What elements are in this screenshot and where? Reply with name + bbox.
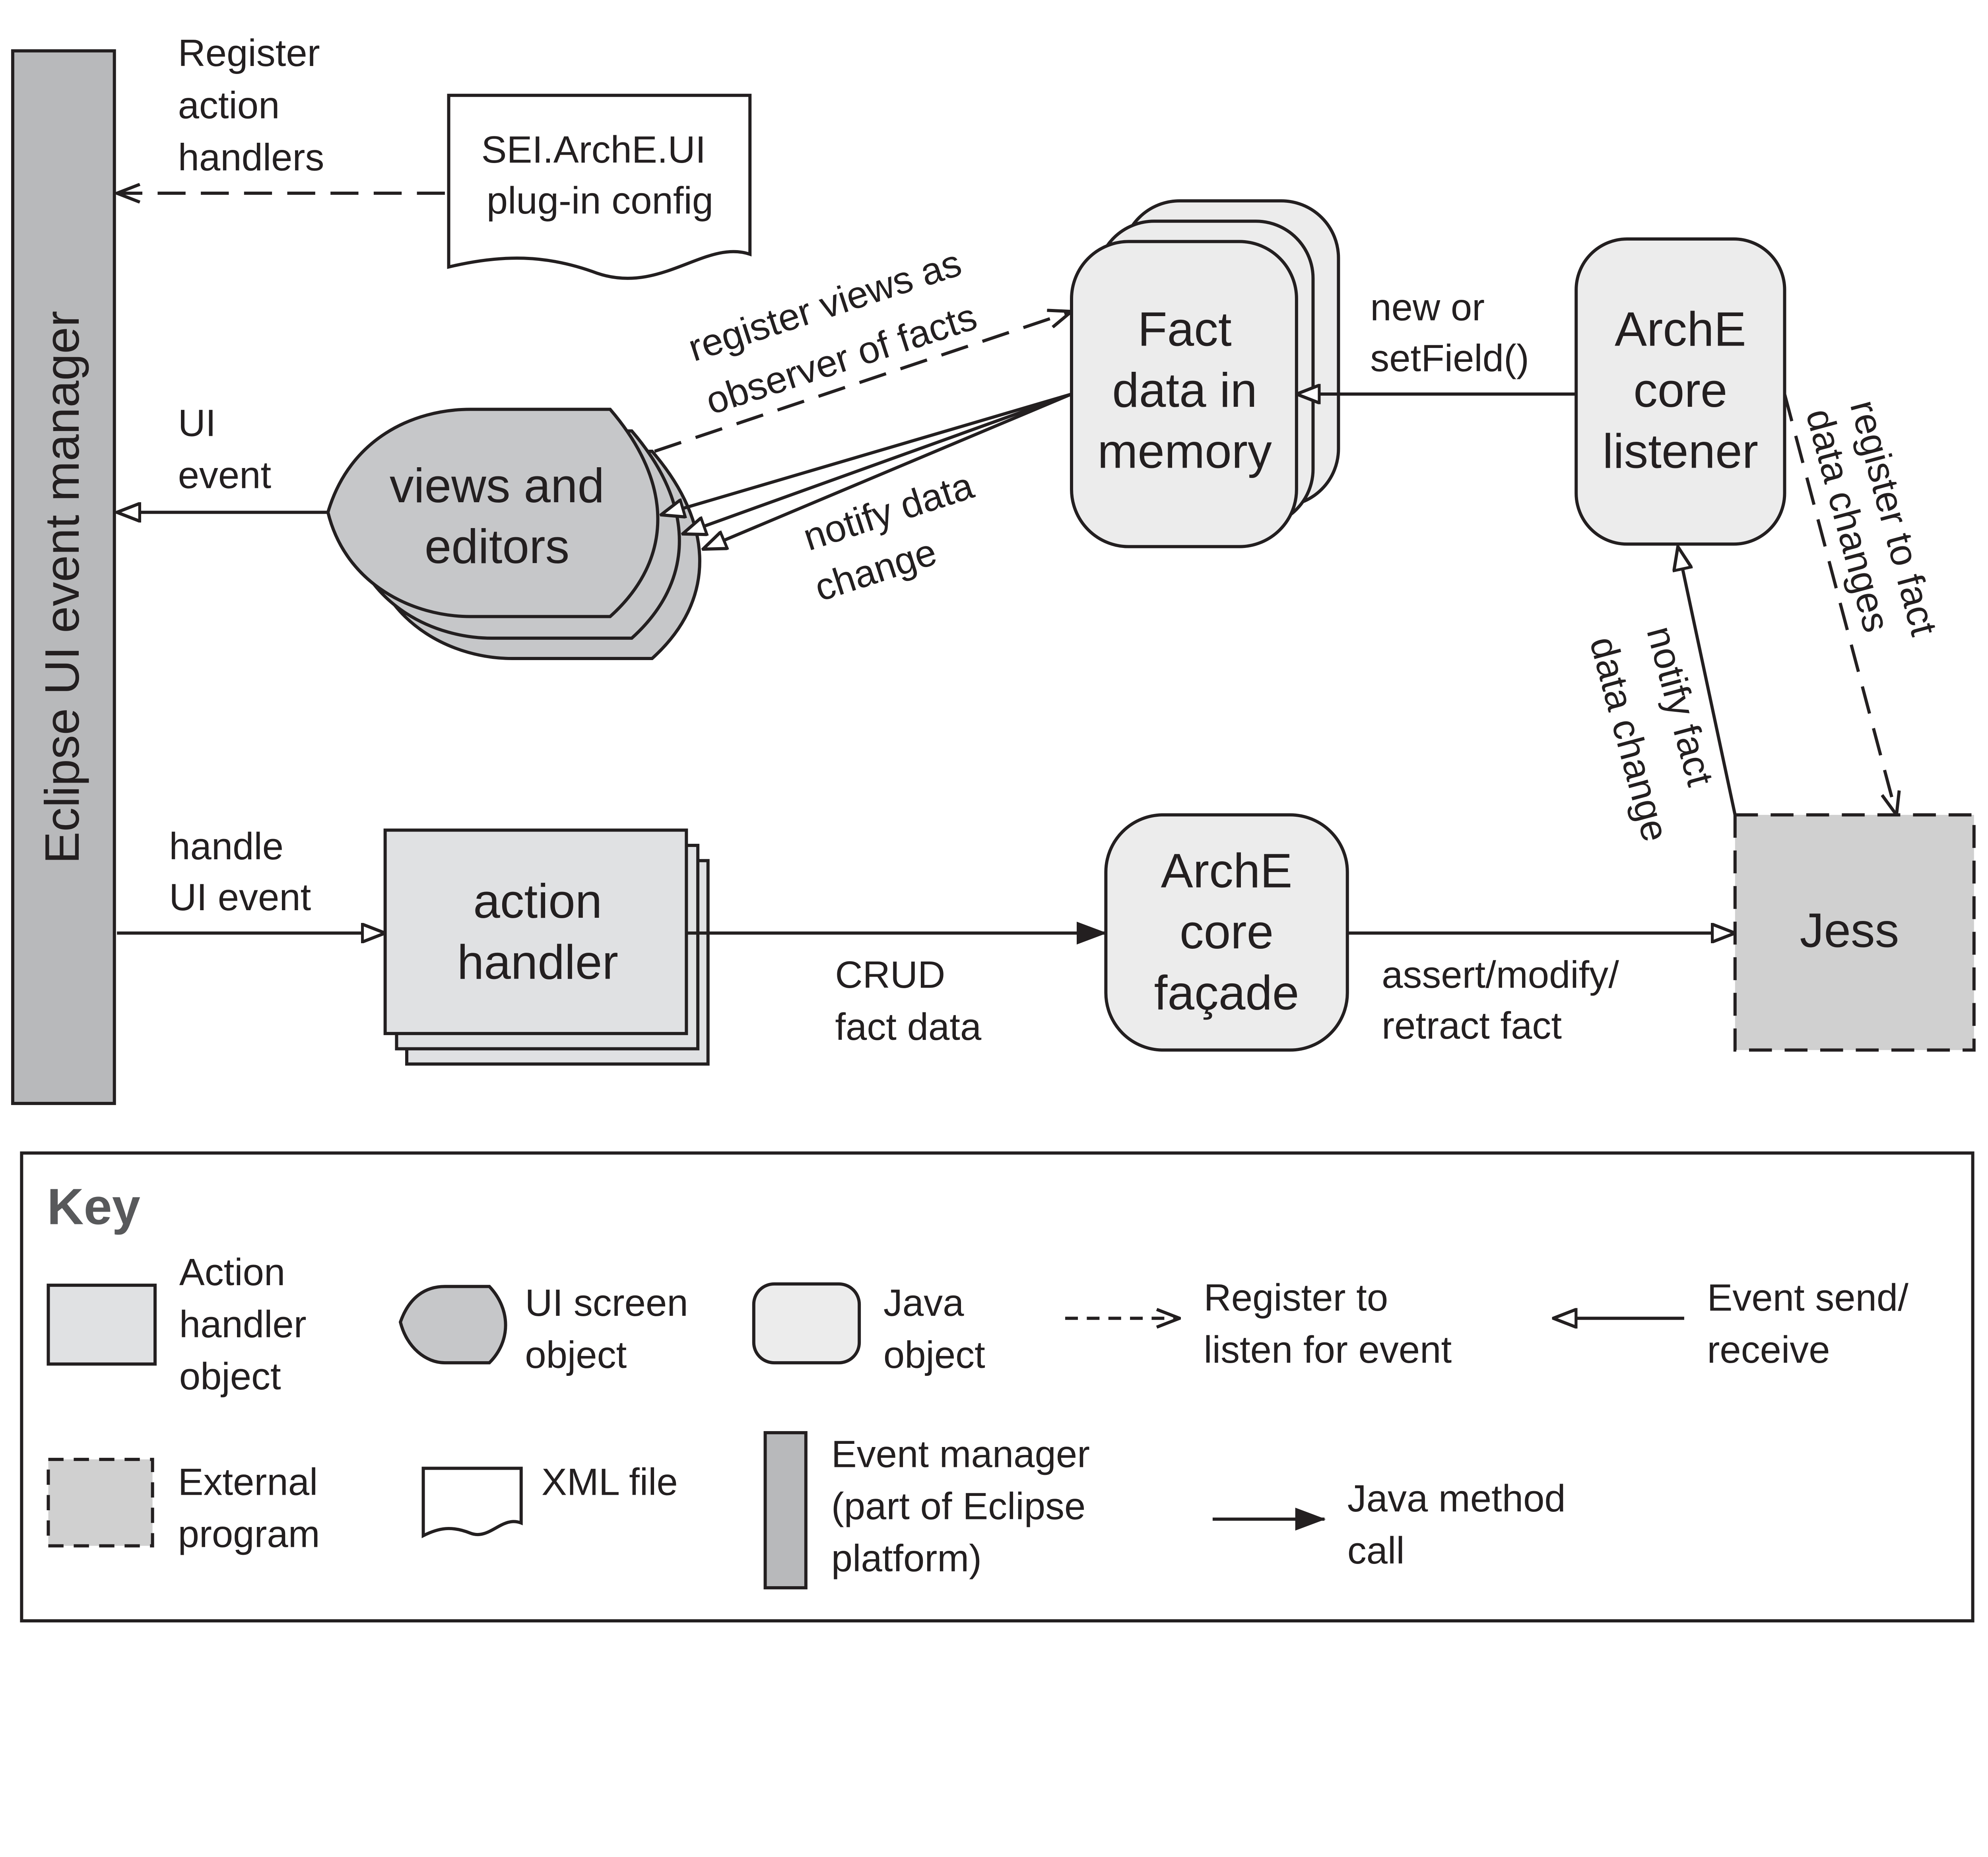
diagram-label: views and bbox=[390, 458, 604, 513]
diagram-label: program bbox=[178, 1513, 320, 1556]
diagram-label: Fact bbox=[1138, 302, 1231, 356]
key-event-send-receive: Event send/ receive bbox=[1553, 1276, 1908, 1371]
diagram-label: listener bbox=[1603, 424, 1759, 478]
views-and-editors: views and editors bbox=[326, 408, 701, 660]
diagram-label: platform) bbox=[831, 1537, 982, 1579]
diagram-label: memory bbox=[1097, 424, 1272, 478]
diagram-label: handler bbox=[179, 1303, 307, 1346]
jess-label: Jess bbox=[1800, 903, 1899, 958]
notify-data-change-arrows bbox=[661, 392, 1072, 549]
diagram-label: Java method bbox=[1347, 1477, 1566, 1520]
diagram-label: handler bbox=[457, 935, 618, 989]
register-views-label: register views as observer of facts bbox=[683, 241, 982, 423]
diagram-label: new or bbox=[1370, 286, 1485, 329]
event-manager: Eclipse UI event manager bbox=[11, 49, 116, 1105]
jess: Jess bbox=[1733, 813, 1976, 1052]
xml-config-file: SEI.ArchE.UI plug-in config bbox=[447, 93, 752, 280]
key-event-manager: Event manager (part of Eclipse platform) bbox=[763, 1431, 1090, 1589]
diagram-label: Java bbox=[883, 1282, 964, 1324]
diagram-label: UI event bbox=[169, 876, 311, 919]
diagram-label: receive bbox=[1707, 1329, 1830, 1371]
new-setfield-label: new or setField() bbox=[1370, 286, 1529, 380]
assert-label: assert/modify/ retract fact bbox=[1382, 954, 1619, 1047]
key-register-listen: Register to listen for event bbox=[1065, 1276, 1452, 1371]
diagram-label: event bbox=[178, 454, 272, 497]
diagram-label: call bbox=[1347, 1529, 1405, 1572]
ui-event-label: UI event bbox=[178, 402, 272, 497]
diagram-label: (part of Eclipse bbox=[831, 1485, 1086, 1527]
handle-ui-event-label: handle UI event bbox=[169, 825, 311, 919]
diagram-label: object bbox=[525, 1334, 627, 1376]
key-java-method-call: Java method call bbox=[1212, 1477, 1566, 1572]
diagram-label: fact data bbox=[835, 1006, 982, 1048]
fact-data-in-memory: Fact data in memory bbox=[1070, 199, 1340, 548]
diagram-label: XML file bbox=[542, 1461, 678, 1503]
notify-data-change-label: notify data change bbox=[798, 464, 979, 610]
xml-config-line: SEI.ArchE.UI bbox=[481, 128, 706, 171]
diagram-label: data in bbox=[1112, 363, 1257, 417]
register-fact-arrow bbox=[1783, 394, 1896, 815]
diagram-label: editors bbox=[425, 519, 570, 573]
register-views-arrow bbox=[654, 311, 1072, 453]
diagram-label: UI bbox=[178, 402, 216, 445]
diagram-label: ArchE bbox=[1161, 843, 1293, 897]
diagram-label: action bbox=[473, 874, 602, 928]
diagram-label: retract fact bbox=[1382, 1004, 1562, 1047]
diagram-label: handlers bbox=[178, 136, 324, 179]
diagram-label: façade bbox=[1154, 965, 1299, 1020]
diagram-label: Register to bbox=[1204, 1276, 1388, 1319]
event-manager-label: Eclipse UI event manager bbox=[35, 311, 89, 864]
key-ui-screen-object: UI screen object bbox=[398, 1282, 688, 1376]
key-legend: Key Action handler object UI screen obje… bbox=[20, 1151, 1974, 1623]
notify-fact-arrow bbox=[1678, 547, 1737, 816]
diagram-label: Event manager bbox=[831, 1433, 1090, 1475]
diagram-label: Action bbox=[179, 1251, 285, 1294]
diagram-label: object bbox=[883, 1334, 985, 1376]
diagram-label: action bbox=[178, 84, 280, 126]
crud-label: CRUD fact data bbox=[835, 954, 982, 1048]
diagram-label: object bbox=[179, 1355, 281, 1398]
diagram-label: CRUD bbox=[835, 954, 945, 996]
diagram-label: core bbox=[1180, 905, 1274, 959]
diagram-label: UI screen bbox=[525, 1282, 688, 1324]
diagram-label: ArchE bbox=[1615, 302, 1746, 356]
arche-core-facade: ArchE core façade bbox=[1104, 813, 1349, 1052]
diagram-label: handle bbox=[169, 825, 283, 868]
register-fact-label: register to fact data changes bbox=[1798, 396, 1946, 640]
diagram-label: core bbox=[1633, 363, 1727, 417]
architecture-diagram: Eclipse UI event manager SEI.ArchE.UI pl… bbox=[11, 32, 1976, 1623]
key-external-program: External program bbox=[47, 1458, 320, 1556]
diagram-label: Register bbox=[178, 32, 320, 74]
diagram-label: Event send/ bbox=[1707, 1276, 1908, 1319]
register-handlers-label: Register action handlers bbox=[178, 32, 324, 179]
key-xml-file: XML file bbox=[421, 1461, 678, 1538]
action-handler: action handler bbox=[383, 828, 710, 1066]
diagram-label: assert/modify/ bbox=[1382, 954, 1619, 996]
key-title: Key bbox=[47, 1179, 140, 1235]
key-action-handler-object: Action handler object bbox=[47, 1251, 307, 1398]
xml-config-line: plug-in config bbox=[487, 179, 713, 222]
diagram-label: setField() bbox=[1370, 337, 1529, 380]
key-java-object: Java object bbox=[752, 1282, 985, 1376]
arche-core-listener: ArchE core listener bbox=[1574, 237, 1786, 546]
diagram-label: listen for event bbox=[1204, 1329, 1452, 1371]
diagram-label: External bbox=[178, 1461, 318, 1503]
